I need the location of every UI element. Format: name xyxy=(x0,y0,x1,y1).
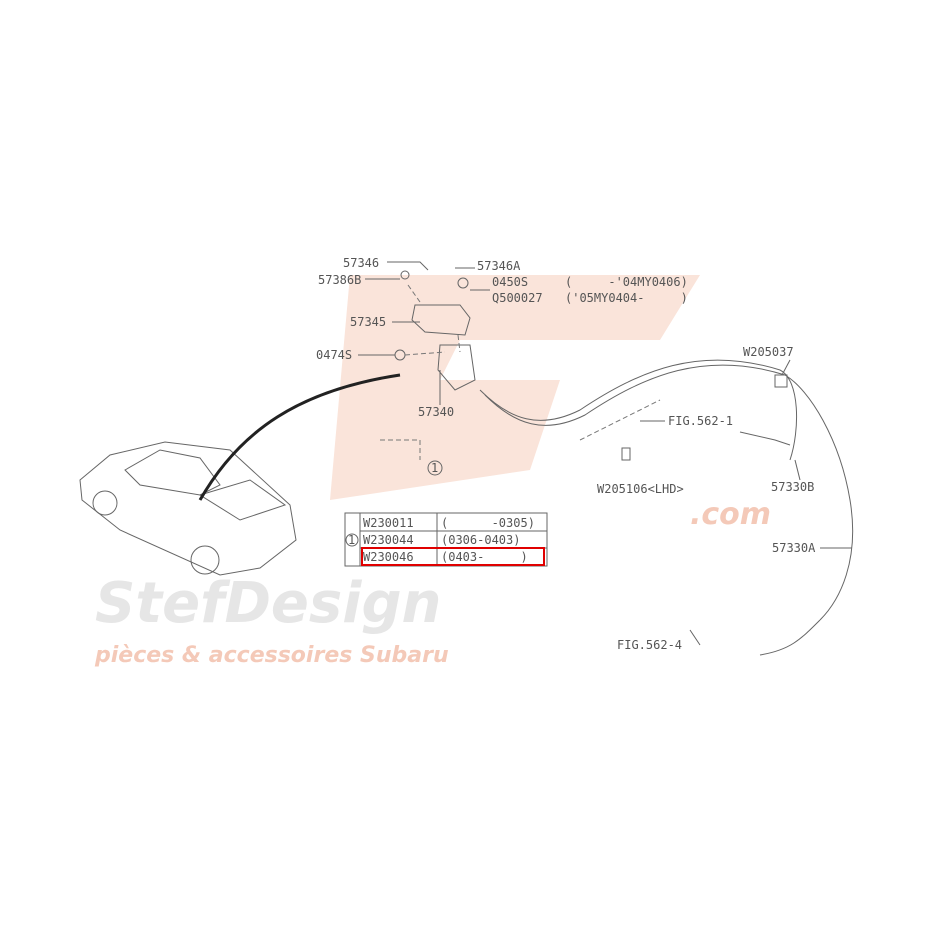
highlight-box xyxy=(361,547,545,566)
table-cell-range: ( -0305) xyxy=(441,516,535,530)
table-cell-part: W230046 xyxy=(363,550,414,564)
table-cell-range: (0403- ) xyxy=(441,550,528,564)
label-57345: 57345 xyxy=(350,315,386,329)
table-row-highlighted: W230046 (0403- ) xyxy=(361,547,545,566)
watermark-domain: .com xyxy=(690,497,771,532)
label-0450S: 0450S xyxy=(492,275,528,289)
table-cell-range: (0306-0403) xyxy=(441,533,520,547)
label-57346: 57346 xyxy=(343,256,379,270)
table-cell-part: W230011 xyxy=(363,516,414,530)
table-cell-part: W230044 xyxy=(363,533,414,547)
label-W205037: W205037 xyxy=(743,345,794,359)
car-illustration xyxy=(79,373,401,576)
label-Q500027: Q500027 xyxy=(492,291,543,305)
label-0474S: 0474S xyxy=(316,348,352,362)
latch-assembly xyxy=(394,270,476,391)
label-0450S-range: ( -'04MY0406) xyxy=(565,275,688,289)
watermark-logo: StefDesign .com pièces & accessoires Sub… xyxy=(94,275,771,668)
label-57386B: 57386B xyxy=(318,273,361,287)
table-marker-circle xyxy=(345,533,359,547)
opener-cable-callout xyxy=(198,373,401,501)
label-fig-562-1[interactable]: FIG.562-1 xyxy=(668,414,733,428)
callout-marker-circle xyxy=(427,460,443,476)
leader-lines xyxy=(358,261,852,646)
table-marker: 1 xyxy=(348,533,355,547)
label-57346A: 57346A xyxy=(477,259,521,273)
label-W205106: W205106<LHD> xyxy=(597,482,684,496)
table-row: W230044 (0306-0403) xyxy=(363,533,520,547)
release-cables xyxy=(380,359,854,656)
label-57330B: 57330B xyxy=(771,480,814,494)
watermark-tagline: pièces & accessoires Subaru xyxy=(94,643,449,668)
label-57330A: 57330A xyxy=(772,541,816,555)
label-57340: 57340 xyxy=(418,405,454,419)
watermark-brand: StefDesign xyxy=(95,571,441,636)
label-fig-562-4[interactable]: FIG.562-4 xyxy=(617,638,682,652)
callout-marker: 1 xyxy=(431,461,438,475)
label-Q500027-range: ('05MY0404- ) xyxy=(565,291,688,305)
table-row: W230011 ( -0305) xyxy=(363,516,535,530)
variant-table: 1 W230011 ( -0305) W230044 (0306-0403) W… xyxy=(344,512,548,567)
logo-shape xyxy=(330,275,700,500)
